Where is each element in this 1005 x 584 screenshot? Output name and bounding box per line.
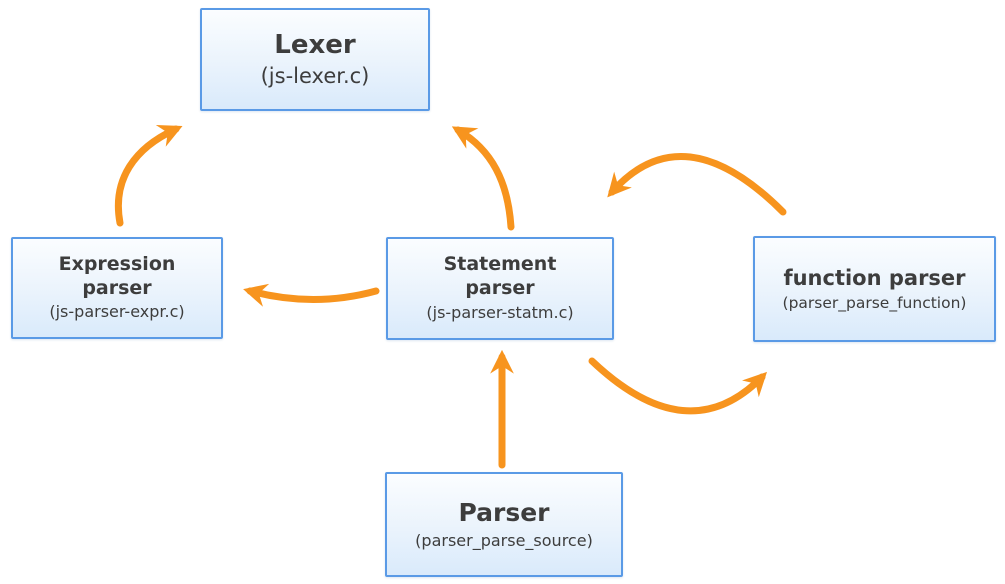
arrow-statement-parser-to-function-parser	[588, 357, 768, 415]
node-parser: Parser (parser_parse_source)	[385, 472, 623, 577]
arrow-expression-parser-to-lexer	[114, 125, 183, 227]
arrow-function-parser-to-statement-parser	[607, 153, 787, 216]
node-statement-parser-title: Statement parser	[443, 253, 557, 300]
node-parser-title: Parser	[458, 498, 550, 528]
node-lexer-subtitle: (js-lexer.c)	[260, 64, 370, 89]
arrow-statement-parser-to-expression-parser	[243, 283, 380, 307]
node-expression-parser-subtitle: (js-parser-expr.c)	[49, 302, 185, 322]
node-lexer-title: Lexer	[274, 29, 356, 60]
node-function-parser-title: function parser	[783, 265, 966, 290]
node-function-parser-subtitle: (parser_parse_function)	[782, 294, 967, 313]
node-statement-parser-subtitle: (js-parser-statm.c)	[426, 302, 574, 322]
node-lexer: Lexer (js-lexer.c)	[200, 8, 430, 111]
node-expression-parser-title: Expression parser	[58, 252, 176, 299]
arrow-statement-parser-to-lexer	[451, 126, 515, 231]
node-function-parser: function parser (parser_parse_function)	[753, 236, 996, 342]
node-statement-parser: Statement parser (js-parser-statm.c)	[386, 237, 614, 340]
node-parser-subtitle: (parser_parse_source)	[415, 530, 593, 550]
node-expression-parser: Expression parser (js-parser-expr.c)	[11, 237, 223, 339]
